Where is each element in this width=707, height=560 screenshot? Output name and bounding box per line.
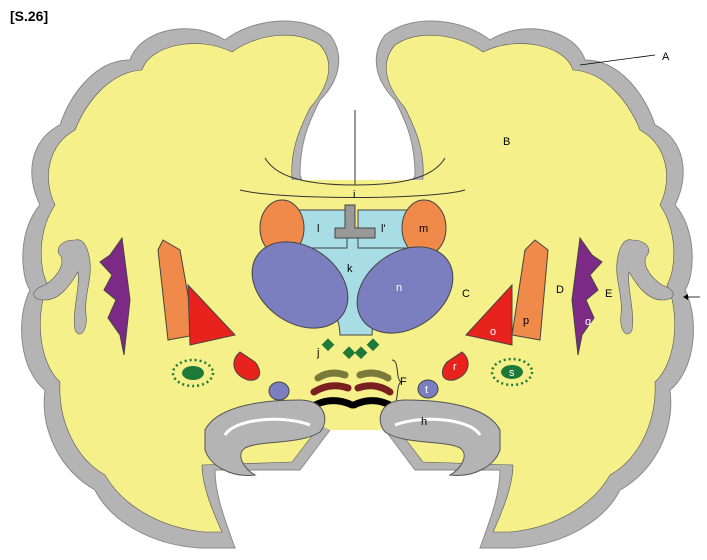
label-k: k (347, 263, 353, 275)
label-s: s (509, 367, 515, 379)
label-n: n (396, 282, 402, 294)
label-m: m (419, 223, 428, 235)
label-b: B (503, 136, 510, 148)
label-f: F (400, 376, 407, 388)
label-a: A (662, 51, 670, 63)
label-t: t (425, 384, 428, 396)
label-l-prime: l' (381, 223, 386, 235)
label-e: E (605, 288, 612, 300)
label-q: q (585, 316, 591, 328)
left-s-nucleus (182, 366, 204, 380)
label-c: C (462, 288, 470, 300)
label-d: D (556, 284, 564, 296)
label-j: j (316, 347, 319, 359)
label-p: p (523, 315, 529, 327)
label-o: o (490, 326, 496, 338)
label-l: l (317, 223, 319, 235)
label-r: r (453, 361, 457, 373)
label-i: i (353, 189, 355, 201)
left-t-nucleus (269, 382, 289, 400)
label-h: h (421, 416, 427, 428)
